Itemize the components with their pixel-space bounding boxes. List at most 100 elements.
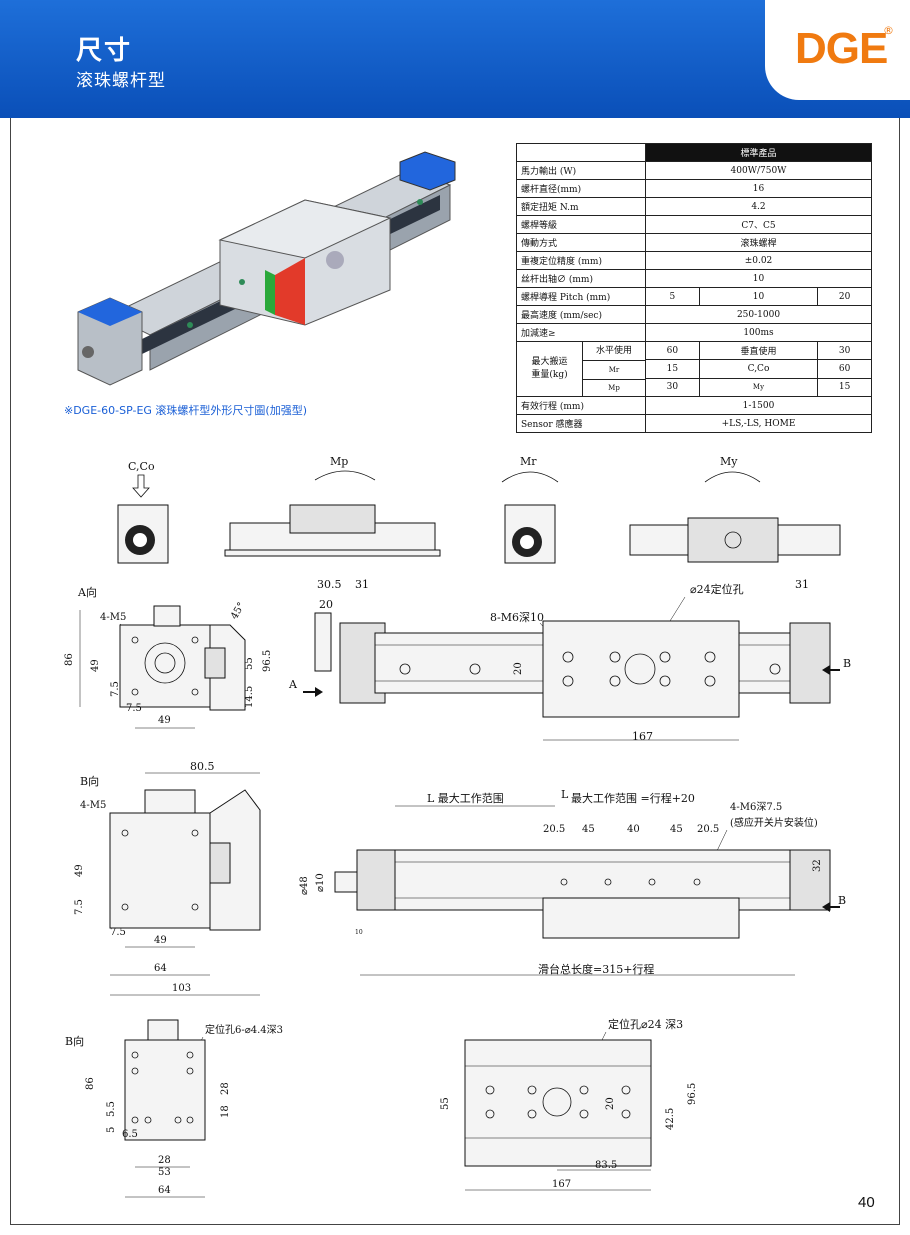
row-label: 傳動方式 xyxy=(516,233,646,252)
row-label: 重複定位精度 (mm) xyxy=(516,251,646,270)
dim-20-bottom: 20 xyxy=(605,1097,616,1110)
view-b2-drawing: B向 定位孔6-⌀4.4深3 86 28 18 5.5 5 6.5 28 53 … xyxy=(65,1019,283,1198)
dim-86: 86 xyxy=(64,653,75,666)
dim-31-a: 31 xyxy=(355,578,369,591)
pin-callout-bottom: 定位孔⌀24 深3 xyxy=(608,1017,683,1031)
row-label: 有效行程 (mm) xyxy=(516,396,646,415)
slider-side xyxy=(289,504,376,534)
view-a-drawing: A向 4-M5 45° 86 49 7.5 7.5 49 55 96.5 14.… xyxy=(64,585,273,729)
table-row: 有效行程 (mm)1-1500 xyxy=(516,396,872,415)
registered-mark: ® xyxy=(883,24,894,37)
dim-10-small: 10 xyxy=(355,929,363,936)
page-number: 40 xyxy=(858,1194,875,1211)
row-value: 100ms xyxy=(645,323,872,342)
horizontal-label: 水平使用 xyxy=(583,342,645,361)
dim-49-h: 49 xyxy=(158,715,171,726)
end-plate-b2 xyxy=(124,1039,206,1141)
row-label: 螺桿導程 Pitch (mm) xyxy=(516,287,646,306)
dim-6-5: 6.5 xyxy=(122,1129,138,1140)
slider-top xyxy=(687,517,779,563)
dim-167-bottom: 167 xyxy=(552,1179,571,1190)
sensor-note: (感应开关片安装位) xyxy=(730,816,818,829)
vertical-label: 垂直使用 xyxy=(698,340,819,361)
product-caption: ※DGE-60-SP-EG 滚珠螺杆型外形尺寸圖(加强型) xyxy=(64,404,307,417)
row-value: 4.2 xyxy=(645,197,872,216)
load-label-line2: 重量(kg) xyxy=(531,370,568,380)
load-value: 30 xyxy=(817,340,872,361)
row-value: 10 xyxy=(645,269,872,288)
header-subtitle: 滚珠螺杆型 xyxy=(76,71,166,91)
range-label-2: 最大工作范围 =行程+20 xyxy=(571,791,695,805)
row-value: 250-1000 xyxy=(645,305,872,324)
load-label-line1: 最大搬运 xyxy=(531,357,568,367)
dim-dia-10: ⌀10 xyxy=(315,873,326,892)
table-row: 最大搬运 重量(kg) 水平使用 Mr Mp 60 垂直使用 30 xyxy=(516,340,872,397)
shaft-housing xyxy=(153,605,181,627)
row-label: 馬力輸出 (W) xyxy=(516,161,646,180)
slider-plate xyxy=(542,620,740,718)
arrow-b-label: B xyxy=(843,657,851,670)
my-label: My xyxy=(720,455,738,468)
dim-20-5-a: 20.5 xyxy=(543,824,565,835)
side-view-drawing: L 最大工作范围 L 最大工作范围 =行程+20 4-M6深7.5 (感应开关片… xyxy=(299,788,846,976)
row-value: 滚珠螺桿 xyxy=(645,233,872,252)
view-b1-drawing: B向 4-M5 80.5 49 7.5 7.5 49 64 103 xyxy=(74,760,261,996)
dim-7-5-h: 7.5 xyxy=(126,703,142,714)
dim-96-5-bottom: 96.5 xyxy=(687,1083,698,1105)
bottom-view-drawing: 定位孔⌀24 深3 55 96.5 42.5 20 83.5 167 xyxy=(440,1017,698,1191)
load-sublabels: 水平使用 Mr Mp xyxy=(582,342,645,396)
load-label: 最大搬运 重量(kg) 水平使用 Mr Mp xyxy=(516,341,646,397)
my-arc-arrow-icon xyxy=(704,471,761,483)
page-frame xyxy=(10,118,900,1225)
dim-64-b2: 64 xyxy=(158,1185,171,1196)
table-row: 螺桿導程 Pitch (mm) 5 10 20 xyxy=(516,287,872,306)
header-title: 尺寸 xyxy=(76,36,133,66)
hole-callout: 4-M5 xyxy=(100,612,126,623)
dim-55: 55 xyxy=(244,657,255,670)
mr-label: Mr xyxy=(583,361,645,380)
row-label: 最高速度 (mm/sec) xyxy=(516,305,646,324)
dim-5: 5 xyxy=(106,1127,117,1133)
end-cap-right xyxy=(789,622,831,704)
table-row: 15 C,Co 60 xyxy=(517,359,872,379)
load-value: 30 xyxy=(645,377,700,398)
load-value: 60 xyxy=(817,359,872,379)
cco-label: C,Co xyxy=(698,359,819,379)
table-header-row: 標準產品 xyxy=(516,143,872,162)
dim-18: 18 xyxy=(220,1105,231,1118)
table-row: 螺杆直径(mm)16 xyxy=(516,179,872,198)
dim-7-5-v: 7.5 xyxy=(110,681,121,697)
dim-83-5: 83.5 xyxy=(595,1160,617,1171)
shaft-housing-b xyxy=(144,789,196,816)
sensor-tap-callout: 4-M6深7.5 xyxy=(730,801,782,813)
row-label: 額定扭矩 N.m xyxy=(516,197,646,216)
my-label: My xyxy=(698,377,819,398)
dim-5-5: 5.5 xyxy=(106,1101,117,1117)
profile-b xyxy=(209,789,261,931)
arrow-b-icon xyxy=(822,665,840,675)
pin-hole xyxy=(624,653,656,685)
dim-28-v: 28 xyxy=(220,1082,231,1095)
dim-167: 167 xyxy=(632,730,653,743)
cco-diagram: C,Co xyxy=(117,460,169,564)
mp-arc-arrow-icon xyxy=(314,470,376,481)
dim-103: 103 xyxy=(172,983,191,994)
load-label-text: 最大搬运 重量(kg) xyxy=(517,342,582,396)
view-b1-title: B向 xyxy=(80,774,99,788)
row-value: 400W/750W xyxy=(645,161,872,180)
row-value: C7、C5 xyxy=(645,215,872,234)
table-row: 丝杆出轴∅ (mm)10 xyxy=(516,269,872,288)
table-row: 加減速≥100ms xyxy=(516,323,872,342)
mp-label: Mp xyxy=(608,384,620,392)
dim-7-5-h-b1: 7.5 xyxy=(110,927,126,938)
table-row: 傳動方式滚珠螺桿 xyxy=(516,233,872,252)
row-label: 螺杆直径(mm) xyxy=(516,179,646,198)
row-label: 螺桿等級 xyxy=(516,215,646,234)
end-cap-right-side xyxy=(789,849,831,911)
mr-diagram: Mr xyxy=(501,455,559,564)
range-l: L xyxy=(561,788,569,801)
row-value: 16 xyxy=(645,179,872,198)
moment-diagrams: C,Co Mp Mr My xyxy=(117,455,841,564)
pin-hole-bottom xyxy=(542,1087,572,1117)
dim-32: 32 xyxy=(812,859,823,872)
